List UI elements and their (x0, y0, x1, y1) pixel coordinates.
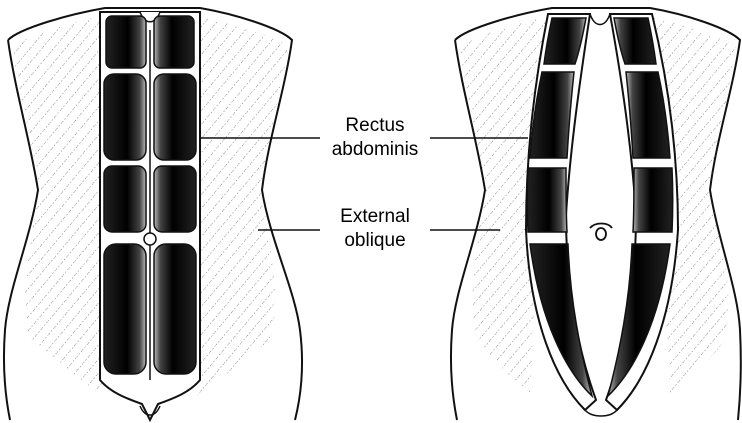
left-rectus-segment-1l (106, 16, 146, 68)
right-rectus-segment-3l (527, 168, 567, 232)
oblique-label-line1: External (340, 206, 410, 227)
right-umbilicus-icon (590, 224, 612, 241)
rectus-label-line2: abdominis (332, 139, 419, 160)
left-torso (4, 8, 302, 420)
left-rectus-segment-3l (104, 166, 146, 232)
right-rectus-segment-3r (633, 168, 673, 232)
right-torso (451, 8, 741, 420)
left-rectus-segment-2l (104, 74, 146, 160)
left-external-oblique-left (12, 16, 102, 395)
left-rectus-segment-3r (154, 166, 196, 232)
left-umbilicus-icon (144, 233, 156, 245)
left-rectus-segment-4l (104, 244, 146, 374)
left-external-oblique-right (198, 16, 288, 395)
left-rectus-segment-1r (154, 16, 194, 68)
oblique-label-line2: oblique (344, 230, 405, 251)
left-rectus-segment-2r (154, 74, 196, 160)
left-rectus-segment-4r (154, 244, 196, 374)
label-external-oblique: External oblique (258, 206, 500, 251)
rectus-label-line1: Rectus (345, 115, 404, 136)
